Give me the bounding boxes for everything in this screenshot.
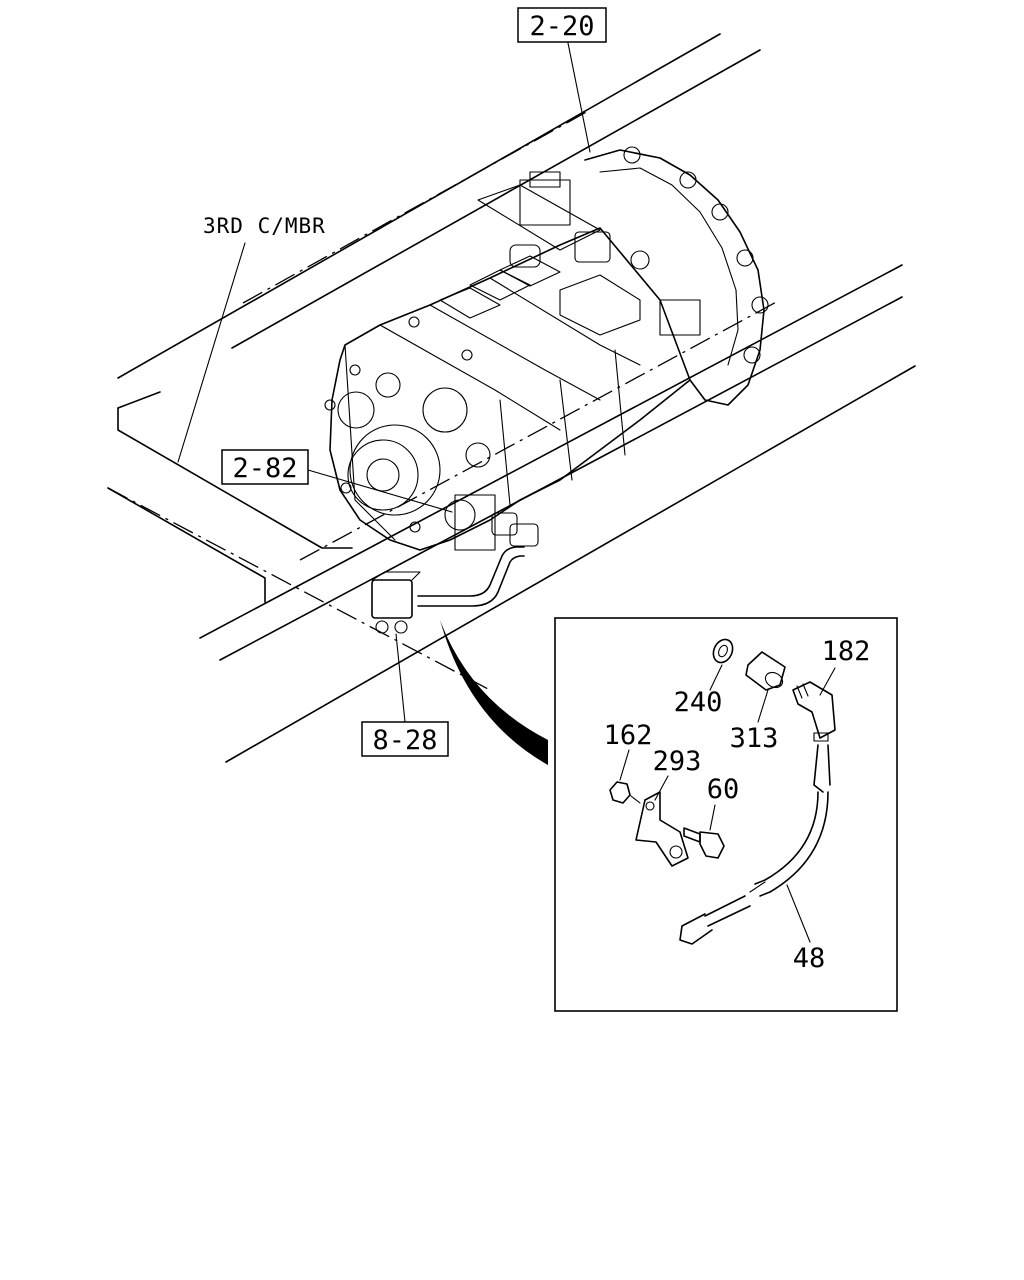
- transmission: [324, 146, 769, 551]
- crossmember-label: 3RD C/MBR: [203, 214, 326, 238]
- part-48-label: 48: [793, 943, 826, 974]
- third-crossmember: [107, 391, 353, 603]
- ref-8-28-box: [361, 721, 449, 757]
- detail-inset: 240 313 182 162 293 60: [554, 617, 898, 1012]
- detail-leader: [440, 620, 548, 765]
- part-162-label: 162: [604, 720, 653, 751]
- ref-2-20-box: [517, 7, 607, 43]
- part-313-label: 313: [730, 723, 779, 754]
- ref-2-20-label: 2-20: [529, 11, 594, 42]
- detail-frame: [554, 617, 898, 1012]
- part-60-label: 60: [707, 774, 740, 805]
- part-182-label: 182: [822, 636, 871, 667]
- ref-2-82-label: 2-82: [232, 453, 297, 484]
- ref-2-82-box: [221, 449, 309, 485]
- part-240-label: 240: [674, 687, 723, 718]
- hose-assembly: [371, 546, 525, 634]
- ref-8-28-label: 8-28: [372, 725, 437, 756]
- callouts: 2-20 3RD C/MBR 2-82 8-28: [177, 7, 607, 765]
- part-293-label: 293: [653, 746, 702, 777]
